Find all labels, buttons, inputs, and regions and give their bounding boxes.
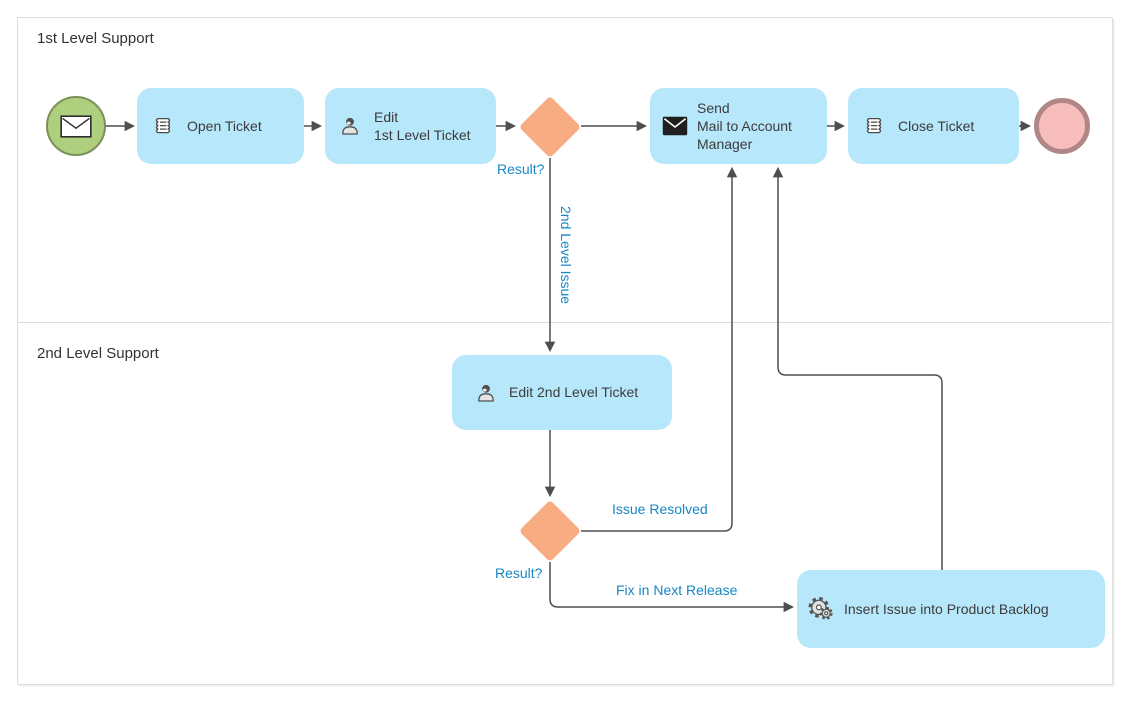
gateway-2-label: Result? [495, 565, 543, 581]
edge-label-2nd-level-issue: 2nd Level Issue [558, 206, 574, 305]
task-label: Edit 2nd Level Ticket [509, 384, 639, 401]
task-label: Open Ticket [187, 117, 262, 134]
gear-icon [808, 597, 833, 620]
task-edit-1st-level-ticket[interactable]: Edit 1st Level Ticket [325, 88, 496, 164]
edge-label-fix-in-next-release: Fix in Next Release [616, 582, 738, 598]
pool-frame [17, 17, 1113, 685]
task-label: Insert Issue into Product Backlog [844, 600, 1049, 617]
task-label: Send Mail to Account Manager [697, 99, 792, 153]
lane-divider [18, 322, 1111, 323]
task-label: Close Ticket [898, 117, 975, 134]
lane-label-1st-level: 1st Level Support [37, 30, 154, 47]
script-icon [866, 117, 882, 134]
script-icon [155, 117, 171, 134]
start-event[interactable] [46, 96, 106, 156]
edge-label-issue-resolved: Issue Resolved [612, 501, 708, 517]
task-label: Edit 1st Level Ticket [374, 108, 471, 143]
user-icon [342, 117, 358, 135]
task-insert-issue-into-product-backlog[interactable]: Insert Issue into Product Backlog [797, 570, 1105, 648]
lane-label-2nd-level: 2nd Level Support [37, 345, 159, 362]
task-open-ticket[interactable]: Open Ticket [137, 88, 304, 164]
user-icon [478, 384, 494, 402]
task-close-ticket[interactable]: Close Ticket [848, 88, 1019, 164]
task-edit-2nd-level-ticket[interactable]: Edit 2nd Level Ticket [452, 355, 672, 430]
envelope-icon [60, 114, 92, 138]
task-send-mail-to-account-manager[interactable]: Send Mail to Account Manager [650, 88, 827, 164]
mail-icon [662, 116, 688, 136]
gateway-1-label: Result? [497, 161, 545, 177]
end-event[interactable] [1034, 98, 1090, 154]
